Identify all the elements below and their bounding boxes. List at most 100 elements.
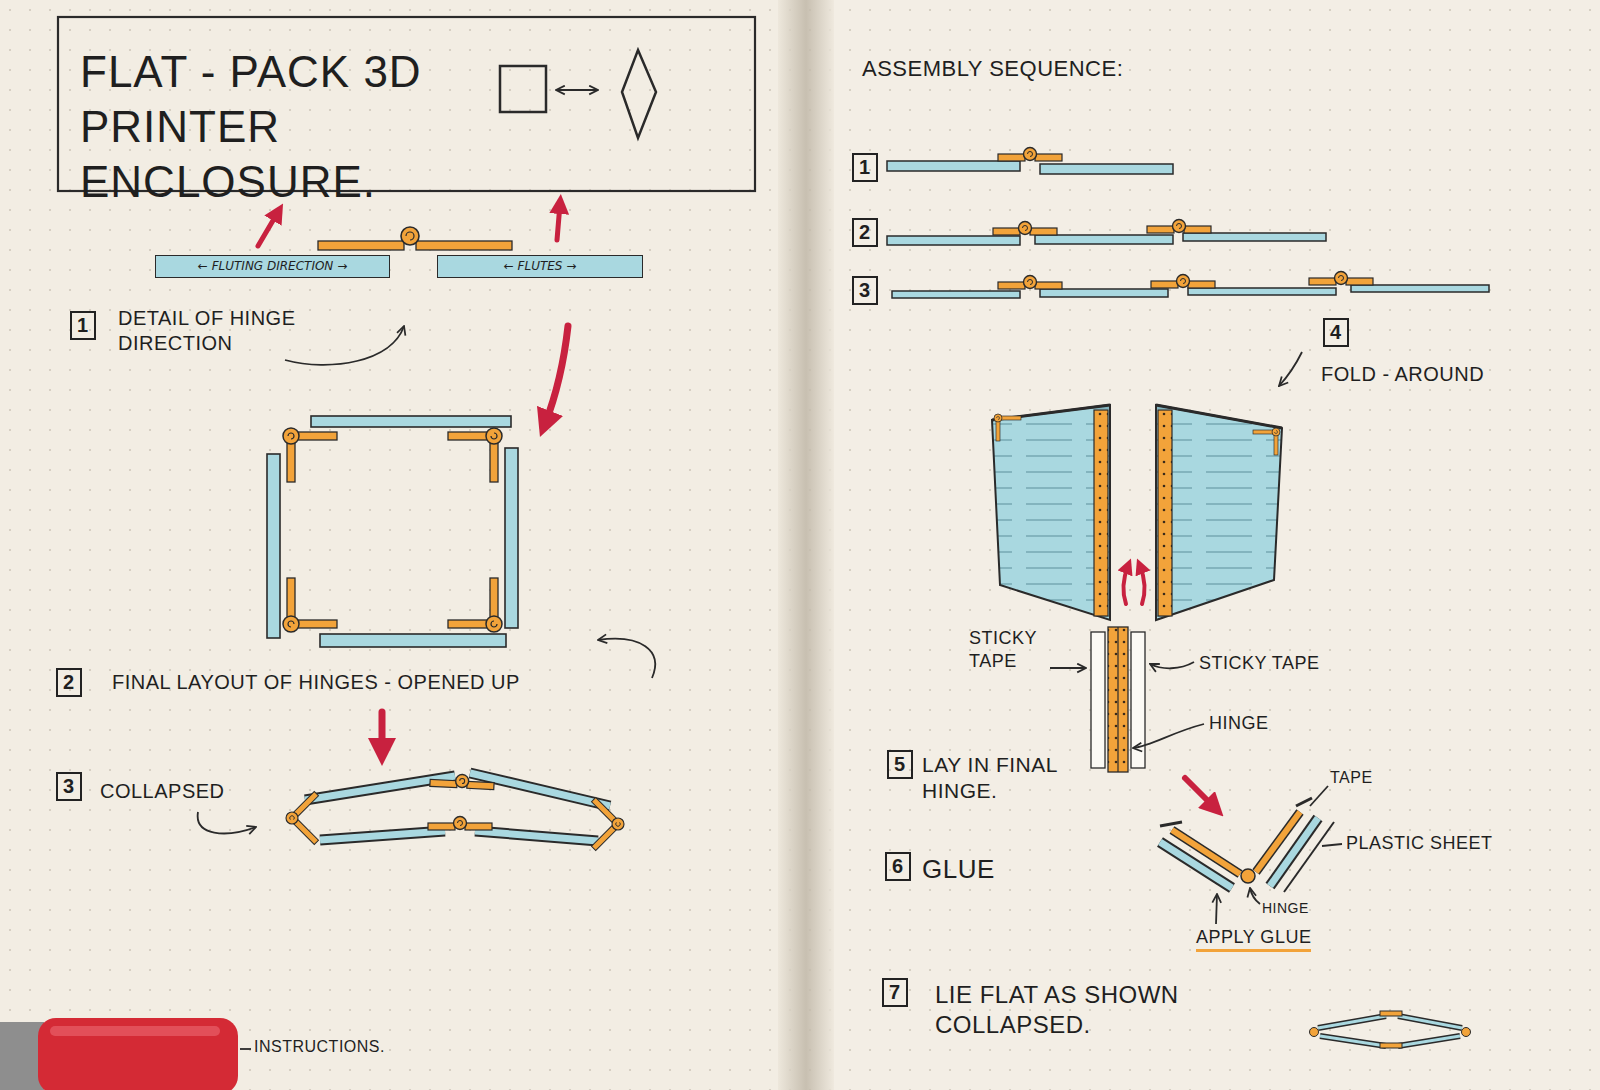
hinge-detail [557, 204, 560, 240]
section-heading: ASSEMBLY SEQUENCE: [862, 55, 1123, 83]
final-hinge-piece [1050, 667, 1086, 669]
board-strip: ← FLUTES → [437, 255, 643, 278]
glue-detail [1284, 822, 1334, 892]
assembly-rows [1040, 164, 1173, 174]
annotation: PLASTIC SHEET [1346, 832, 1493, 855]
fold-around-box [1156, 405, 1282, 620]
collapsed-icon [1310, 1028, 1319, 1037]
assembly-rows [1309, 272, 1373, 286]
callout-number: 5 [887, 750, 913, 779]
glue-detail [1250, 888, 1260, 904]
collapsed-layout [569, 795, 626, 852]
glue-detail [1172, 830, 1240, 874]
glue-detail [1160, 822, 1182, 826]
open-layout [283, 578, 337, 632]
marker-pen [240, 1048, 251, 1050]
callout-number: 1 [852, 153, 878, 182]
collapsed-layout [320, 831, 445, 840]
fold-around-box [992, 405, 1282, 620]
marker-pen [0, 1018, 251, 1090]
assembly-rows [1035, 235, 1173, 244]
collapsed-layout [475, 831, 598, 841]
annotation: FOLD - AROUND [1321, 362, 1484, 387]
assembly-rows [887, 161, 1020, 171]
collapsed-icon [1380, 1043, 1402, 1048]
assembly-rows [887, 236, 1020, 245]
glue-detail [1172, 830, 1240, 874]
collapsed-icon [1398, 1036, 1460, 1046]
collapsed-icon [1320, 1036, 1386, 1046]
collapsed-icon [1398, 1016, 1462, 1028]
collapsed-layout [430, 773, 495, 790]
collapsed-layout [198, 812, 256, 833]
open-layout [505, 448, 518, 628]
assembly-rows [1151, 275, 1215, 289]
collapsed-icon [1398, 1036, 1460, 1046]
callout-number: 4 [1323, 318, 1349, 347]
assembly-rows [1040, 289, 1168, 297]
glue-detail [1270, 818, 1318, 886]
annotation: GLUE [922, 853, 995, 886]
marker-pen [0, 1022, 44, 1090]
open-layout [598, 639, 655, 678]
assembly-rows [1188, 288, 1336, 295]
collapsed-icon [1310, 1011, 1471, 1048]
fold-around-box [994, 414, 1021, 441]
hinge-detail [401, 227, 419, 245]
annotation: HINGE [1209, 712, 1269, 735]
assembly-rows [1351, 285, 1489, 292]
collapsed-layout [198, 773, 627, 853]
paper [778, 0, 834, 1090]
fold-around-box [1140, 566, 1145, 604]
assembly-rows [892, 291, 1020, 298]
annotation: COLLAPSED [100, 779, 225, 804]
annotation: LAY IN FINAL HINGE. [922, 752, 1087, 805]
hinge-detail [318, 241, 404, 250]
callout-number: 2 [56, 668, 82, 697]
assembly-rows [887, 148, 1489, 387]
assembly-rows [998, 276, 1062, 290]
title-text: FLAT - PACK 3D PRINTER ENCLOSURE. [80, 44, 585, 209]
collapsed-icon [1320, 1036, 1386, 1046]
collapsed-icon [1318, 1016, 1386, 1028]
fold-around-box [1123, 566, 1128, 604]
fold-around-box [1156, 405, 1282, 428]
callout-number: 7 [882, 978, 908, 1007]
marker-pen [50, 1026, 220, 1036]
annotation: DETAIL OF HINGE DIRECTION [118, 306, 318, 356]
collapsed-icon [1318, 1016, 1386, 1028]
glue-detail [1160, 786, 1342, 924]
glue-detail [1322, 844, 1342, 846]
hinge-detail [545, 326, 568, 424]
open-layout [448, 428, 502, 482]
callout-number: 2 [852, 218, 878, 247]
final-hinge-piece [1108, 627, 1128, 772]
glue-detail [1216, 894, 1217, 924]
hinge-detail [285, 326, 404, 365]
collapsed-icon [1380, 1011, 1402, 1016]
annotation: TAPE [1330, 768, 1373, 788]
board-strip: ← FLUTING DIRECTION → [155, 255, 390, 278]
open-layout [267, 454, 280, 638]
annotation: FINAL LAYOUT OF HINGES - OPENED UP [112, 670, 520, 695]
assembly-rows [1147, 220, 1211, 234]
fold-around-box [992, 405, 1110, 620]
callout-number: 6 [885, 852, 911, 881]
open-layout [448, 578, 502, 632]
title-frame [622, 50, 656, 138]
glue-detail [1241, 869, 1255, 883]
title-frame [556, 89, 598, 91]
collapsed-icon [1462, 1028, 1471, 1037]
annotation: LIE FLAT AS SHOWN COLLAPSED. [935, 980, 1275, 1040]
collapsed-layout [475, 831, 598, 841]
final-hinge-piece [1150, 662, 1194, 668]
open-layout [283, 428, 337, 482]
fold-around-box [1094, 410, 1108, 616]
fold-around-box [1158, 410, 1172, 616]
hinge-detail [258, 212, 278, 246]
callout-number: 3 [56, 772, 82, 801]
annotation: STICKY TAPE [1199, 652, 1320, 675]
flute-label: ← FLUTING DIRECTION → [198, 260, 347, 273]
